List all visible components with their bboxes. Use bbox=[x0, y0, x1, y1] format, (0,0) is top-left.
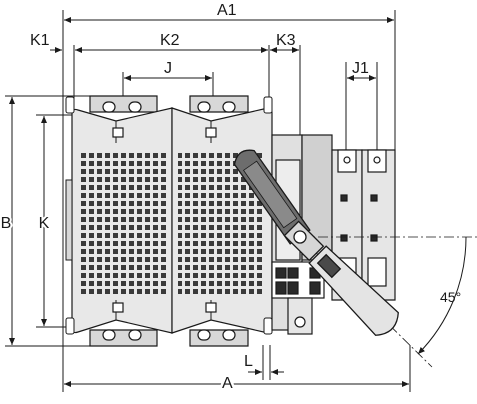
label-a: A bbox=[222, 375, 233, 392]
label-b: B bbox=[1, 215, 12, 232]
label-k3: K3 bbox=[276, 32, 296, 49]
pole-left bbox=[71, 95, 173, 347]
label-j1: J1 bbox=[352, 60, 369, 77]
label-k: K bbox=[39, 215, 50, 232]
label-l: L bbox=[244, 353, 253, 370]
label-j: J bbox=[164, 60, 172, 77]
dimension-lines bbox=[5, 10, 411, 392]
rotary-handle bbox=[233, 149, 399, 336]
angle-arc bbox=[417, 236, 467, 355]
dimension-arrows bbox=[9, 17, 409, 387]
label-angle-45: 45° bbox=[440, 289, 461, 305]
label-a1: A1 bbox=[217, 2, 237, 19]
pole-right bbox=[171, 95, 273, 347]
label-k2: K2 bbox=[160, 32, 180, 49]
mounting-clips bbox=[65, 96, 273, 335]
dimension-labels: A1 K1 K2 K3 J J1 B K L A 45° bbox=[0, 2, 461, 395]
vent-grid-left bbox=[80, 150, 166, 295]
label-k1: K1 bbox=[30, 32, 50, 49]
